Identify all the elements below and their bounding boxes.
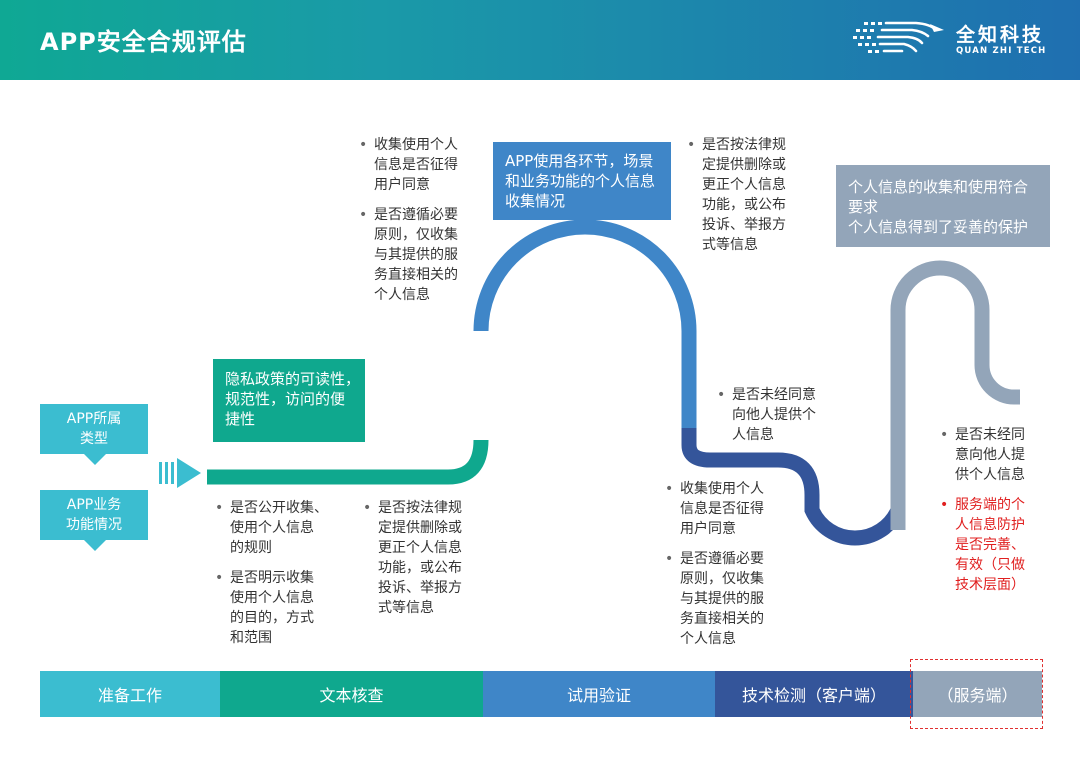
box-server-compliance: 个人信息的收集和使用符合 要求 个人信息得到了妥善的保护: [836, 165, 1050, 247]
company-logo: 全知科技 QUAN ZHI TECH: [850, 16, 1050, 66]
path-navy-segment: [681, 428, 905, 546]
list-item-highlight: 服务端的个 人信息防护 是否完善、 有效（只做 技术层面）: [939, 495, 1049, 595]
list-item: 是否未经同 意向他人提 供个人信息: [939, 425, 1049, 485]
list-item: 是否公开收集、 使用个人信息 的规则: [214, 498, 346, 558]
list-tech-low: 收集使用个人 信息是否征得 用户同意 是否遵循必要 原则，仅收集 与其提供的服 …: [664, 479, 788, 659]
list-tech-top: 是否按法律规 定提供删除或 更正个人信息 功能，或公布 投诉、举报方 式等信息: [686, 135, 806, 265]
list-prep-checks: 是否公开收集、 使用个人信息 的规则 是否明示收集 使用个人信息 的目的，方式 …: [214, 498, 346, 658]
path-blue-arch: [473, 219, 697, 430]
tag-app-function-label: APP业务 功能情况: [66, 497, 122, 533]
list-item: 是否遵循必要 原则，仅收集 与其提供的服 务直接相关的 个人信息: [358, 205, 478, 305]
stage-text-check: 文本核查: [220, 671, 483, 717]
stage-prep: 准备工作: [40, 671, 220, 717]
server-stage-highlight: [910, 659, 1043, 729]
arrow-icon: [159, 458, 201, 488]
list-item: 是否明示收集 使用个人信息 的目的，方式 和范围: [214, 568, 346, 648]
stage-server: （服务端）: [913, 671, 1042, 717]
logo-name: 全知科技: [956, 24, 1045, 46]
tag-app-type: APP所属 类型: [40, 404, 148, 465]
logo-subtitle: QUAN ZHI TECH: [956, 46, 1047, 56]
list-item: 是否遵循必要 原则，仅收集 与其提供的服 务直接相关的 个人信息: [664, 549, 788, 649]
path-gray-segment: [890, 260, 1020, 530]
box-privacy-policy: 隐私政策的可读性， 规范性，访问的便 捷性: [213, 359, 365, 442]
stage-tech-client: 技术检测（客户端）: [715, 671, 913, 717]
tag-app-function: APP业务 功能情况: [40, 490, 148, 551]
list-text-checks: 是否按法律规 定提供删除或 更正个人信息 功能，或公布 投诉、举报方 式等信息: [362, 498, 482, 628]
logo-mark-icon: [853, 21, 944, 53]
list-tech-mid: 是否未经同意 向他人提供个 人信息: [716, 385, 836, 455]
list-item: 收集使用个人 信息是否征得 用户同意: [358, 135, 478, 195]
list-item: 是否按法律规 定提供删除或 更正个人信息 功能，或公布 投诉、举报方 式等信息: [686, 135, 806, 255]
list-trial-top: 收集使用个人 信息是否征得 用户同意 是否遵循必要 原则，仅收集 与其提供的服 …: [358, 135, 478, 315]
tag-app-type-label: APP所属 类型: [66, 411, 122, 447]
page-title: APP安全合规评估: [40, 28, 247, 56]
stage-trial: 试用验证: [483, 671, 715, 717]
path-teal-segment: [207, 439, 489, 485]
list-item: 收集使用个人 信息是否征得 用户同意: [664, 479, 788, 539]
box-server-compliance-text: 个人信息的收集和使用符合 要求 个人信息得到了妥善的保护: [848, 178, 1029, 236]
box-usage-scenarios: APP使用各环节，场景 和业务功能的个人信息 收集情况: [493, 142, 671, 220]
stage-bar: 准备工作 文本核查 试用验证 技术检测（客户端） （服务端）: [40, 671, 1042, 717]
header-banner: APP安全合规评估 全知科技 QUAN ZHI TECH: [0, 0, 1080, 80]
list-item: 是否未经同意 向他人提供个 人信息: [716, 385, 836, 445]
box-privacy-policy-text: 隐私政策的可读性， 规范性，访问的便 捷性: [225, 370, 361, 428]
list-item: 是否按法律规 定提供删除或 更正个人信息 功能，或公布 投诉、举报方 式等信息: [362, 498, 482, 618]
box-usage-scenarios-text: APP使用各环节，场景 和业务功能的个人信息 收集情况: [505, 152, 656, 210]
list-server-checks: 是否未经同 意向他人提 供个人信息 服务端的个 人信息防护 是否完善、 有效（只…: [939, 425, 1049, 605]
